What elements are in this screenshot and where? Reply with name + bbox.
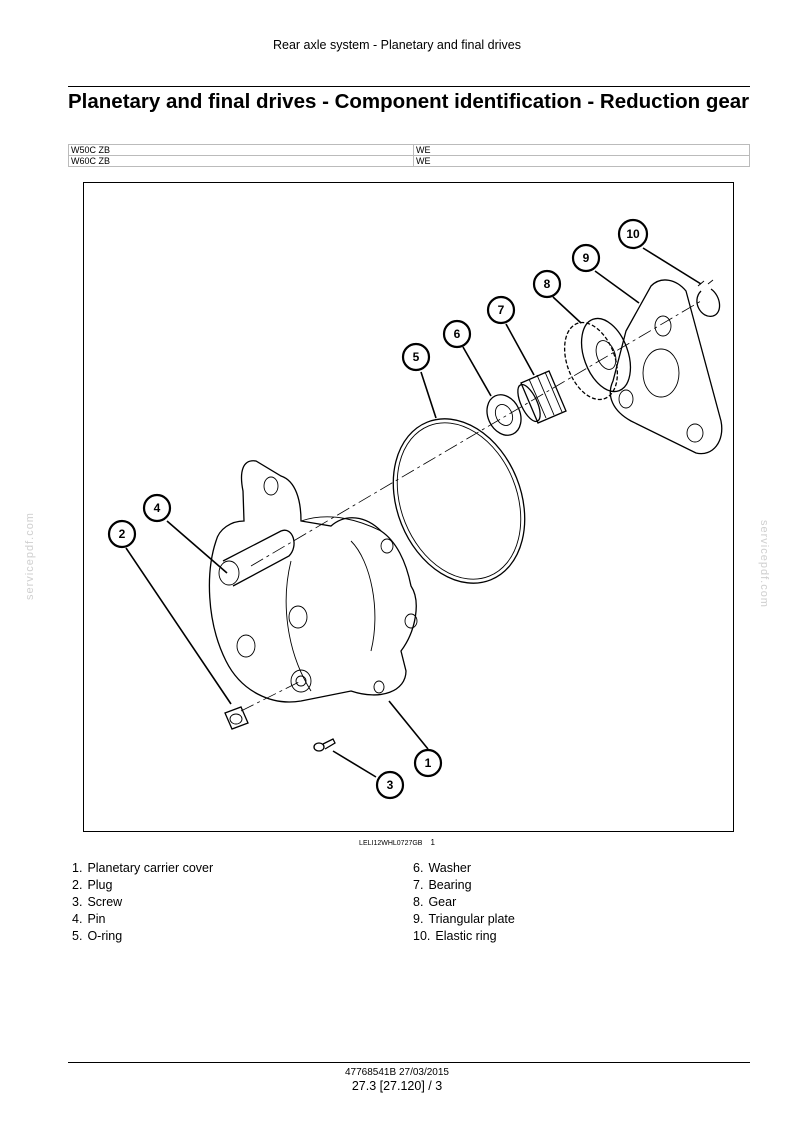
page-number: 27.3 [27.120] / 3	[351, 1079, 443, 1093]
leader-3	[332, 750, 377, 778]
leader-8	[552, 296, 582, 324]
document-reference: 47768541B 27/03/2015	[345, 1067, 449, 1078]
header-rule	[68, 86, 750, 87]
leader-4	[166, 520, 228, 574]
legend-item: 6. Washer	[413, 860, 515, 877]
legend-item: 4. Pin	[72, 911, 213, 928]
legend-label: Plug	[87, 878, 113, 892]
legend-label: Gear	[428, 895, 457, 909]
legend-list-left: 1. Planetary carrier cover 2. Plug 3. Screw…	[72, 860, 213, 945]
legend-number: 3.	[72, 895, 83, 909]
svg-text:5: 5	[413, 350, 420, 364]
legend-label: Bearing	[428, 878, 472, 892]
triangular-plate-part	[609, 279, 723, 455]
svg-text:8: 8	[544, 277, 551, 291]
callout-10: 10	[617, 218, 649, 250]
legend-item: 7. Bearing	[413, 877, 515, 894]
legend-label: O-ring	[87, 929, 123, 943]
svg-text:4: 4	[154, 501, 161, 515]
svg-text:6: 6	[454, 327, 461, 341]
legend-label: Elastic ring	[435, 929, 497, 943]
planetary-carrier-cover-part	[208, 460, 418, 703]
table-row: W50C ZB WE	[68, 144, 750, 156]
running-header: Rear axle system - Planetary and final d…	[272, 38, 522, 52]
legend-number: 5.	[72, 929, 83, 943]
region-cell: WE	[413, 155, 750, 167]
leader-10	[642, 247, 702, 285]
callout-1: 1	[413, 748, 443, 778]
svg-text:9: 9	[583, 251, 590, 265]
legend-number: 7.	[413, 878, 424, 892]
callout-2: 2	[107, 519, 137, 549]
svg-text:10: 10	[626, 227, 640, 241]
elastic-ring-part	[696, 279, 721, 317]
legend-number: 4.	[72, 912, 83, 926]
svg-text:2: 2	[119, 527, 126, 541]
watermark-left: servicepdf.com	[24, 512, 36, 600]
legend-number: 6.	[413, 861, 424, 875]
table-row: W60C ZB WE	[68, 155, 750, 167]
page-title: Planetary and final drives - Component i…	[68, 90, 750, 113]
leader-6	[462, 346, 492, 397]
leader-7	[505, 323, 535, 376]
legend-item: 1. Planetary carrier cover	[72, 860, 213, 877]
legend-number: 9.	[413, 912, 424, 926]
legend-number: 2.	[72, 878, 83, 892]
legend-number: 1.	[72, 861, 83, 875]
legend-label: Pin	[87, 912, 106, 926]
washer-part	[486, 394, 522, 436]
leader-9	[594, 270, 640, 304]
model-cell: W60C ZB	[68, 155, 414, 167]
legend-list-right: 6. Washer 7. Bearing 8. Gear 9. Triangular p…	[413, 860, 515, 945]
legend-item: 2. Plug	[72, 877, 213, 894]
bearing-part	[517, 370, 567, 424]
plug-part	[224, 706, 249, 730]
legend-item: 9. Triangular plate	[413, 911, 515, 928]
legend-item: 8. Gear	[413, 894, 515, 911]
svg-text:1: 1	[425, 756, 432, 770]
footer-rule	[68, 1062, 750, 1063]
legend-item: 5. O-ring	[72, 928, 213, 945]
exploded-view-drawing: 1 2 3 4 5 6 7 8 9 10	[107, 218, 723, 800]
leader-1	[388, 700, 429, 750]
callout-8: 8	[532, 269, 562, 299]
plug-axis	[240, 680, 302, 712]
legend-label: Washer	[428, 861, 472, 875]
applicability-table: W50C ZB WE W60C ZB WE	[68, 144, 750, 167]
leader-2	[125, 547, 232, 705]
figure-reference: LELI12WHL0727GB	[359, 840, 423, 847]
callout-5: 5	[401, 342, 431, 372]
legend-number: 10.	[413, 929, 431, 943]
legend-label: Triangular plate	[428, 912, 515, 926]
svg-text:7: 7	[498, 303, 505, 317]
exploded-view-figure: 1 2 3 4 5 6 7 8 9 10	[83, 182, 734, 832]
legend-label: Planetary carrier cover	[87, 861, 214, 875]
figure-number: 1	[430, 838, 435, 847]
legend-item: 3. Screw	[72, 894, 213, 911]
legend-label: Screw	[87, 895, 123, 909]
legend-item: 10. Elastic ring	[413, 928, 515, 945]
callout-6: 6	[442, 319, 472, 349]
figure-caption: LELI12WHL0727GB 1	[0, 838, 794, 847]
screw-part	[313, 738, 336, 752]
svg-text:3: 3	[387, 778, 394, 792]
model-cell: W50C ZB	[68, 144, 414, 156]
callout-4: 4	[142, 493, 172, 523]
assembly-axis	[250, 300, 702, 567]
gear-part	[563, 317, 632, 401]
callout-3: 3	[375, 770, 405, 800]
callout-9: 9	[571, 243, 601, 273]
watermark-right: servicepdf.com	[758, 520, 770, 608]
leader-5	[420, 371, 437, 419]
callout-7: 7	[486, 295, 516, 325]
region-cell: WE	[413, 144, 750, 156]
legend-number: 8.	[413, 895, 424, 909]
o-ring-part	[392, 418, 526, 584]
